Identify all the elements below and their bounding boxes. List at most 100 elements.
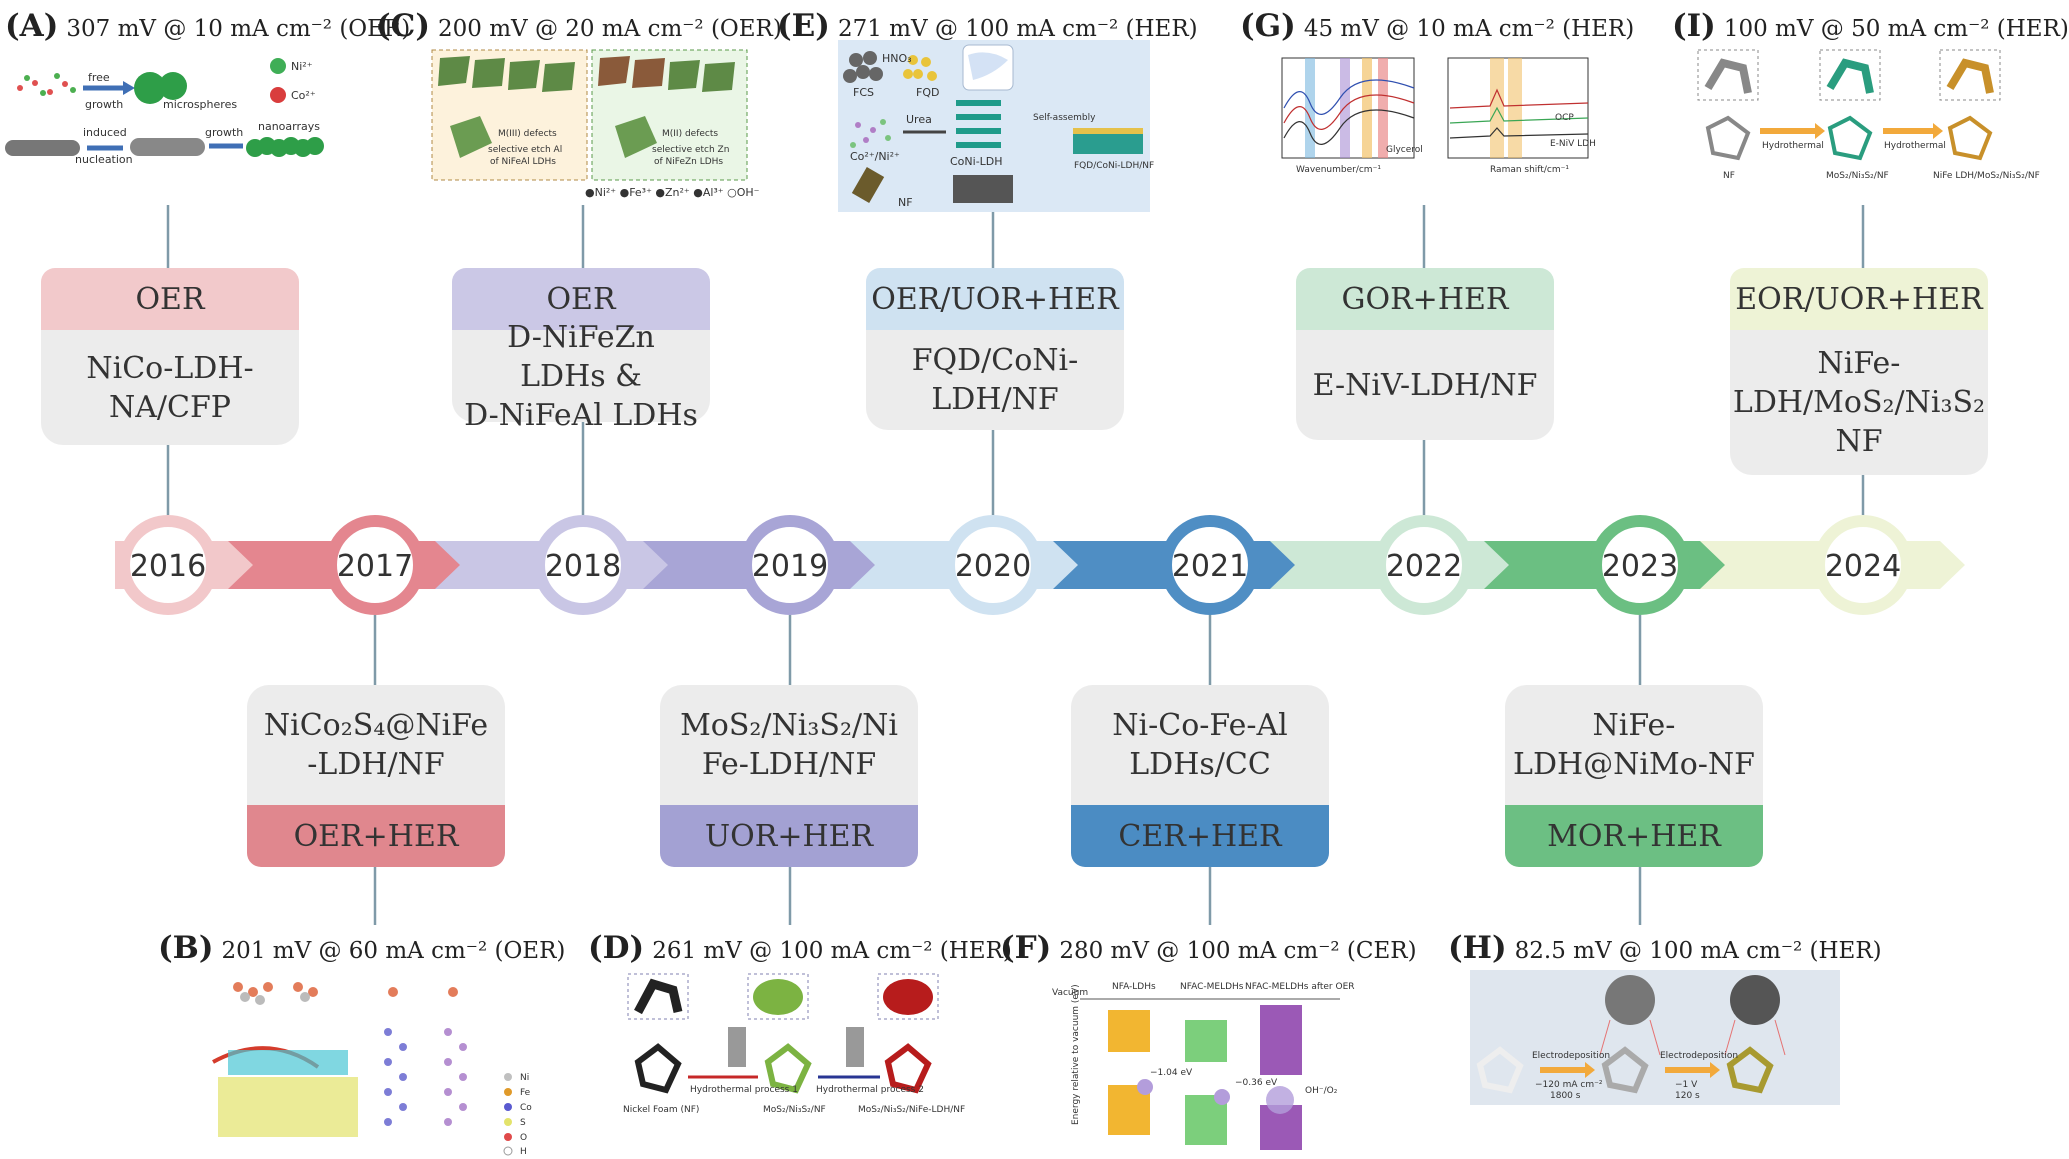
panel-c-nifezn: of NiFeZn LDHs	[654, 157, 723, 167]
panel-i-heading: (I)100 mV @ 50 mA cm⁻² (HER)	[1672, 8, 2069, 44]
year-circle-2019	[740, 515, 840, 615]
panel-i-nf: NF	[1723, 171, 1735, 181]
year-node-2021: 2021	[1160, 515, 1260, 615]
panel-f-ylabel: Energy relative to vacuum (eV)	[1071, 984, 1081, 1125]
year-label-2016: 2016	[130, 549, 206, 584]
connectors	[166, 205, 1865, 925]
panel-e-selfassembly: Self-assembly	[1033, 113, 1096, 123]
card-2016: OER NiCo-LDH- NA/CFP	[41, 268, 299, 445]
panel-g-letter: (G)	[1240, 8, 1296, 44]
year-label-2018: 2018	[545, 549, 621, 584]
panel-a-free: free	[88, 71, 110, 84]
panel-g-raman: Raman shift/cm⁻¹	[1490, 165, 1569, 175]
card-2019: MoS₂/Ni₃S₂/Ni Fe-LDH/NF UOR+HER	[660, 685, 918, 867]
panel-e-conildh: CoNi-LDH	[950, 155, 1003, 168]
panel-d-final: MoS₂/Ni₃S₂/NiFe-LDH/NF	[858, 1105, 965, 1115]
panel-a-co: Co²⁺	[291, 89, 316, 102]
panel-i-hydro1: Hydrothermal	[1762, 141, 1824, 151]
panel-h-heading: (H)82.5 mV @ 100 mA cm⁻² (HER)	[1448, 930, 1882, 966]
card-2021-line2: LDHs/CC	[1129, 747, 1271, 782]
year-node-2020: 2020	[943, 515, 1043, 615]
card-2018-line1: D-NiFeZn LDHs &	[507, 319, 655, 394]
card-2024-line3: NF	[1835, 424, 1883, 459]
panel-b-h: H	[520, 1147, 527, 1157]
card-2016-reaction: OER	[41, 268, 299, 330]
card-2024: EOR/UOR+HER NiFe- LDH/MoS₂/Ni₃S₂ NF	[1730, 268, 1988, 475]
card-2020-line2: LDH/NF	[931, 382, 1059, 417]
year-node-2018: 2018	[533, 515, 633, 615]
year-circle-2016	[118, 515, 218, 615]
panel-b-s: S	[520, 1118, 526, 1128]
panel-g-wavenumber: Wavenumber/cm⁻¹	[1296, 165, 1381, 175]
panel-b-heading: (B)201 mV @ 60 mA cm⁻² (OER)	[158, 930, 565, 966]
panel-b-illustration: Ni Fe Co S O H	[212, 982, 532, 1157]
panel-d-metric: 261 mV @ 100 mA cm⁻² (HER)	[652, 938, 1012, 964]
card-2016-line1: NiCo-LDH-	[86, 350, 254, 386]
card-2023-line2: LDH@NiMo-NF	[1513, 747, 1755, 782]
card-2017-reaction: OER+HER	[247, 805, 505, 867]
panel-i-illustration: NF Hydrothermal MoS₂/Ni₃S₂/NF Hydrotherm…	[1697, 49, 2040, 181]
panel-g-metric: 45 mV @ 10 mA cm⁻² (HER)	[1303, 16, 1635, 42]
panel-d-illustration: Nickel Foam (NF) Hydrothermal process 1 …	[623, 973, 965, 1115]
panel-d-hydro2: Hydrothermal process 2	[816, 1085, 924, 1095]
panel-b-co: Co	[520, 1103, 532, 1113]
panel-h-metric: 82.5 mV @ 100 mA cm⁻² (HER)	[1514, 938, 1882, 964]
panel-a-metric: 307 mV @ 10 mA cm⁻² (OER)	[66, 16, 411, 42]
year-label-2022: 2022	[1386, 549, 1462, 584]
card-2021-material: Ni-Co-Fe-Al LDHs/CC	[1071, 685, 1329, 805]
panel-b-ni: Ni	[520, 1073, 529, 1083]
panel-c-nifeal: of NiFeAl LDHs	[490, 157, 556, 167]
year-label-2017: 2017	[337, 549, 413, 584]
card-2022-reaction: GOR+HER	[1296, 268, 1554, 330]
panel-a-induced: induced	[83, 126, 127, 139]
card-2017-line2: -LDH/NF	[307, 747, 445, 782]
year-node-2022: 2022	[1374, 515, 1474, 615]
panel-g-glycerol: Glycerol	[1386, 145, 1423, 155]
panel-i-final: NiFe LDH/MoS₂/Ni₃S₂/NF	[1933, 171, 2040, 181]
panel-a-growth2: growth	[205, 126, 243, 139]
year-circle-2018	[533, 515, 633, 615]
year-node-2017: 2017	[325, 515, 425, 615]
card-2024-line2: LDH/MoS₂/Ni₃S₂	[1732, 385, 1986, 420]
panel-a-illustration: free growth microspheres Ni²⁺ Co²⁺ induc…	[5, 58, 324, 166]
card-2024-line1: NiFe-	[1817, 346, 1901, 381]
panel-d-hydro1: Hydrothermal process 1	[690, 1085, 798, 1095]
year-label-2023: 2023	[1602, 549, 1678, 584]
year-label-2024: 2024	[1825, 549, 1901, 584]
panel-e-metric: 271 mV @ 100 mA cm⁻² (HER)	[837, 16, 1198, 42]
card-2020: OER/UOR+HER FQD/CoNi- LDH/NF	[866, 268, 1124, 430]
card-2019-line2: Fe-LDH/NF	[701, 747, 877, 782]
panel-e-coni: Co²⁺/Ni²⁺	[850, 150, 900, 163]
panel-c-legend: ●Ni²⁺ ●Fe³⁺ ●Zn²⁺ ●Al³⁺ ○OH⁻	[585, 186, 760, 199]
card-2022-material: E-NiV-LDH/NF	[1296, 330, 1554, 440]
panel-c-m3: M(III) defects	[498, 129, 557, 139]
card-2023-reaction: MOR+HER	[1505, 805, 1763, 867]
panel-f-vacuum: Vacuum	[1052, 988, 1088, 998]
card-2018: OER D-NiFeZn LDHs & D-NiFeAl LDHs	[452, 268, 710, 433]
panel-h-electro1: Electrodeposition	[1532, 1051, 1610, 1061]
card-2017-material: NiCo₂S₄@NiFe -LDH/NF	[247, 685, 505, 805]
year-node-2023: 2023	[1590, 515, 1690, 615]
panel-e-final: FQD/CoNi-LDH/NF	[1074, 161, 1154, 171]
year-circle-2022	[1374, 515, 1474, 615]
panel-c-heading: (C)200 mV @ 20 mA cm⁻² (OER)	[376, 8, 782, 44]
panel-d-nf: Nickel Foam (NF)	[623, 1105, 699, 1115]
panel-a-heading: (A)307 mV @ 10 mA cm⁻² (OER)	[5, 8, 410, 44]
panel-h-voltage: −1 V	[1675, 1080, 1698, 1090]
panel-f-delta2: −0.36 eV	[1235, 1078, 1278, 1088]
card-2018-material: D-NiFeZn LDHs & D-NiFeAl LDHs	[452, 320, 710, 433]
year-label-2020: 2020	[955, 549, 1031, 584]
panel-a-growth1: growth	[85, 98, 123, 111]
year-circle-2017	[325, 515, 425, 615]
card-2019-line1: MoS₂/Ni₃S₂/Ni	[680, 708, 898, 743]
panel-d-mos2: MoS₂/Ni₃S₂/NF	[763, 1105, 826, 1115]
panel-h-illustration: Electrodeposition −120 mA cm⁻² 1800 s El…	[1470, 970, 1840, 1105]
year-label-2021: 2021	[1172, 549, 1248, 584]
panel-h-time2: 120 s	[1675, 1091, 1700, 1101]
panel-f-nfac-oer: NFAC-MELDHs after OER	[1245, 982, 1355, 992]
panel-i-metric: 100 mV @ 50 mA cm⁻² (HER)	[1723, 16, 2069, 42]
year-circle-2023	[1590, 515, 1690, 615]
card-2023-line1: NiFe-	[1592, 708, 1676, 743]
panel-f-delta1: −1.04 eV	[1150, 1068, 1193, 1078]
